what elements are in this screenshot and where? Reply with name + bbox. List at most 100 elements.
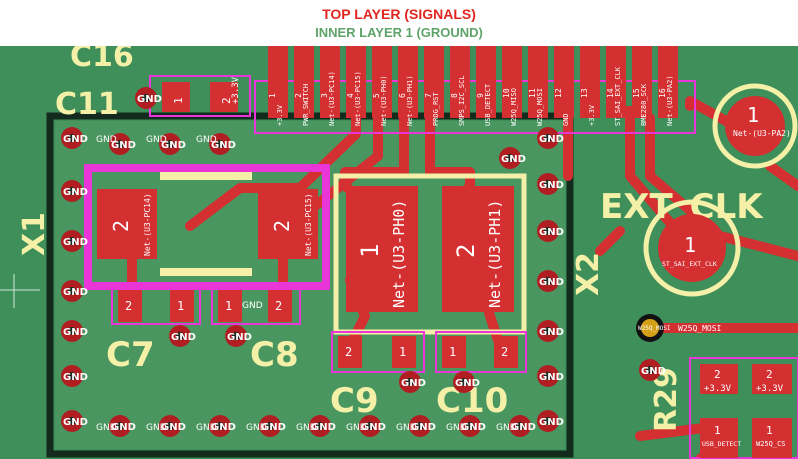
gnd-via-label: GND — [227, 332, 252, 343]
x2-pad-1-net: Net-(U3-PH0) — [390, 200, 408, 308]
c7-pad-1-num: 1 — [177, 299, 184, 313]
layer-legend-header: TOP LAYER (SIGNALS) INNER LAYER 1 (GROUN… — [0, 0, 798, 46]
cap-top-pad-1 — [162, 82, 190, 112]
gnd-via-c7: GND — [169, 325, 196, 347]
gnd-text-4: GND — [146, 423, 167, 433]
connector-pin-name: +3.3V — [588, 104, 596, 126]
c10-pad-1 — [442, 336, 466, 368]
gnd-via-bottom-6: GND — [409, 415, 436, 437]
right-cap-pad-b-net: +3.3V — [756, 384, 784, 394]
ref-x2: X2 — [571, 252, 606, 296]
gnd-text-8: GND — [346, 423, 367, 433]
connector-pin-13: 13+3.3V — [580, 46, 600, 126]
connector-pin-num: 11 — [528, 88, 537, 98]
right-cap-pad-b-num: 2 — [766, 368, 773, 381]
c10-pad-2 — [494, 336, 518, 368]
x1-silk-bar-bottom — [160, 268, 252, 276]
gnd-via-label: GND — [501, 154, 526, 165]
gnd-via-label: GND — [511, 422, 536, 433]
ext-clk-pad — [658, 214, 726, 282]
gnd-via-left-3: GND — [61, 280, 88, 302]
gnd-via-label: GND — [539, 180, 564, 191]
gnd-via-top-1: GND — [159, 133, 186, 155]
connector-pin-num: 10 — [502, 88, 511, 98]
gnd-via-label: GND — [411, 422, 436, 433]
gnd-via-label: GND — [63, 417, 88, 428]
usb-detect-pad-net: USB_DETECT — [702, 440, 741, 448]
gnd-via-right-4: GND — [537, 320, 564, 342]
connector-pin-num: 1 — [268, 93, 277, 98]
gnd-text-2: GND — [196, 135, 217, 145]
ref-c11: C11 — [55, 87, 119, 122]
connector-pin-num: 5 — [372, 93, 381, 98]
gnd-via-left-6: GND — [61, 410, 88, 432]
c9-pad-2 — [338, 336, 362, 368]
ref-c9: C9 — [330, 381, 379, 421]
pa2-pad-num: 1 — [747, 103, 759, 127]
x2-pad-1 — [346, 186, 418, 312]
x2-silk-frame — [333, 173, 527, 335]
gnd-via-c9: GND — [399, 371, 426, 393]
c9-outline — [331, 331, 425, 373]
gnd-text-5: GND — [196, 423, 217, 433]
pa2-pad-net: Net-(U3-PA2) — [733, 129, 791, 138]
c8-pad-2 — [268, 290, 292, 322]
c10-pad-2-num: 2 — [501, 345, 508, 359]
x2-pad-2-net: Net-(U3-PH1) — [486, 200, 504, 308]
gnd-via-right-tp: GND — [639, 359, 666, 381]
x2-pad-2 — [442, 186, 514, 312]
connector-pin-num: 12 — [554, 88, 563, 98]
gnd-via-left-4: GND — [61, 320, 88, 342]
gnd-via-label: GND — [63, 187, 88, 198]
connector-pin-name: Net-(U3-PC14) — [328, 71, 336, 126]
gnd-via-top-2: GND — [209, 133, 236, 155]
connector-pin-name: ST_SAI_EXT_CLK — [614, 66, 622, 126]
c8-pad-2-num: 2 — [275, 299, 282, 313]
gnd-via-right-1: GND — [537, 173, 564, 195]
gnd-via-left-5: GND — [61, 365, 88, 387]
gnd-via-label: GND — [539, 327, 564, 338]
x1-pad-2-net: Net-(U3-PC14) — [143, 193, 152, 256]
w25q-cs-pad-num: 1 — [766, 424, 773, 437]
w25q-cs-pad — [752, 418, 792, 458]
gnd-via-label: GND — [161, 422, 186, 433]
gnd-via-label: GND — [63, 237, 88, 248]
gnd-via-label: GND — [539, 134, 564, 145]
gnd-via-label: GND — [641, 366, 666, 377]
c8-outline — [211, 285, 301, 325]
gnd-via-bottom-4: GND — [309, 415, 336, 437]
connector-pin-num: 14 — [606, 88, 615, 98]
right-cap-pad-a-net: +3.3V — [704, 384, 732, 394]
cap-top-p33-label: +3.3V — [231, 76, 241, 104]
gnd-via-left-1: GND — [61, 180, 88, 202]
connector-pin-num: 3 — [320, 93, 329, 98]
gnd-via-connector: GND — [499, 147, 526, 169]
gnd-via-label: GND — [261, 422, 286, 433]
connector-pin-num: 4 — [346, 93, 355, 98]
gnd-via-bottom-8: GND — [509, 415, 536, 437]
gnd-via-label: GND — [455, 378, 480, 389]
gnd-text-11: GND — [496, 423, 517, 433]
right-cap-pad-b — [752, 364, 792, 394]
c9-pad-1 — [392, 336, 416, 368]
connector-pin-name: PROG_RST — [432, 91, 440, 126]
gnd-via-label: GND — [111, 140, 136, 151]
gnd-via-label: GND — [361, 422, 386, 433]
connector-pin-num: 6 — [398, 93, 407, 98]
gnd-via-bottom-7: GND — [459, 415, 486, 437]
gnd-via-label: GND — [137, 94, 162, 105]
connector-pin-num: 2 — [294, 93, 303, 98]
x1-pad-2 — [97, 189, 157, 259]
c10-pad-1-num: 1 — [449, 345, 456, 359]
